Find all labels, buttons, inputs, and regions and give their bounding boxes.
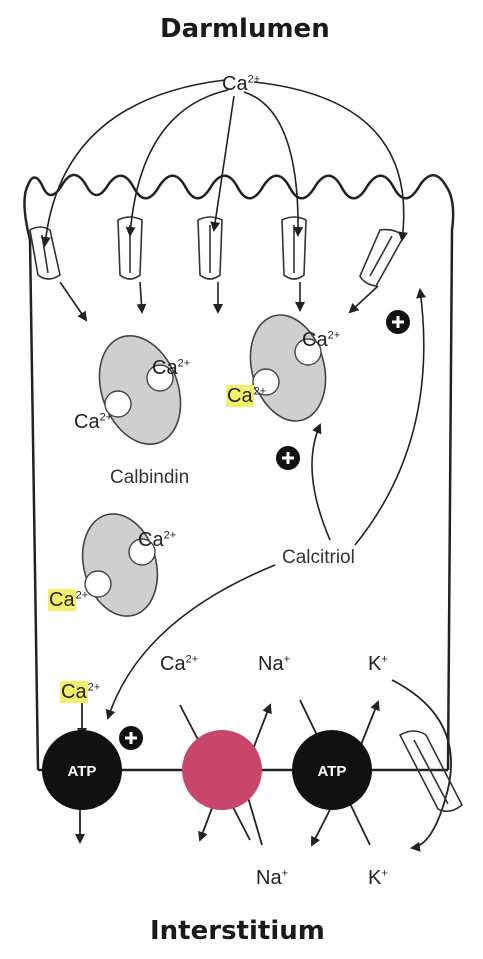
ion-k-bottom: K+ xyxy=(368,868,388,888)
title-darmlumen: Darmlumen xyxy=(160,16,330,42)
label-calbindin: Calbindin xyxy=(110,468,189,487)
plus-icon xyxy=(119,726,143,750)
atp-right-label: ATP xyxy=(318,763,347,780)
ion-na-bottom: Na+ xyxy=(256,868,288,888)
ion-na-top: Na+ xyxy=(258,654,290,674)
apical-channels xyxy=(30,217,404,286)
ion-ca-calbindin-left-inner: Ca2+ xyxy=(152,358,190,378)
plus-icon xyxy=(276,446,300,470)
basolateral-arrows xyxy=(80,680,451,848)
ion-ca-exchanger: Ca2+ xyxy=(160,654,198,674)
ion-ca-calbindin-lower-inner: Ca2+ xyxy=(138,530,176,550)
calbindin-left xyxy=(85,324,195,455)
ion-ca-calbindin-right: Ca2+ xyxy=(226,386,266,406)
title-interstitium: Interstitium xyxy=(150,918,325,944)
plus-icon xyxy=(386,310,410,334)
ion-k-top: K+ xyxy=(368,654,388,674)
apical-ca-arrows xyxy=(45,80,404,245)
calbindin-right xyxy=(239,307,336,430)
channel-arrows xyxy=(60,282,378,320)
ion-ca-calbindin-left: Ca2+ xyxy=(74,412,112,432)
ca-na-exchanger xyxy=(182,730,262,810)
ion-ca-calbindin-right-inner: Ca2+ xyxy=(302,330,340,350)
label-calcitriol: Calcitriol xyxy=(282,548,355,567)
ion-ca-pump: Ca2+ xyxy=(60,682,100,702)
atp-left-label: ATP xyxy=(68,763,97,780)
ion-ca-top: Ca2+ xyxy=(222,74,260,94)
ion-ca-calbindin-lower: Ca2+ xyxy=(48,590,88,610)
